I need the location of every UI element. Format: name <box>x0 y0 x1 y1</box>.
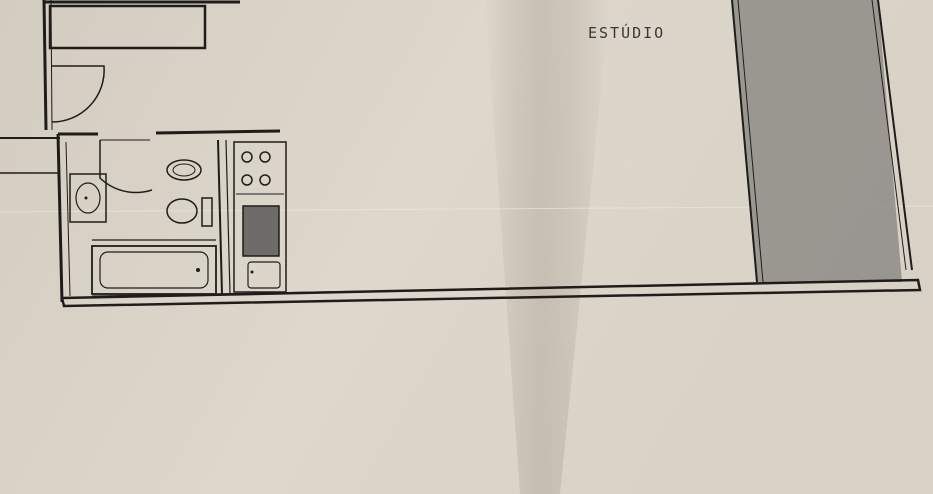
bathroom-door <box>99 140 153 194</box>
room-label-estudio: ESTÚDIO <box>588 23 665 42</box>
bidet <box>166 159 202 181</box>
sink <box>69 173 107 223</box>
kitchenette-counter <box>233 141 287 293</box>
left-wall <box>42 0 48 131</box>
entrance-door <box>51 65 105 123</box>
bathtub <box>91 245 217 295</box>
toilet <box>166 198 198 224</box>
wardrobe <box>48 4 207 50</box>
paper-fold-shadow <box>485 0 610 494</box>
terrace-outer-wall <box>877 0 913 271</box>
bathroom-kitchen-partition <box>217 139 223 295</box>
kitchen-sink <box>242 205 280 257</box>
stove <box>236 151 284 195</box>
terrace-area <box>732 0 902 282</box>
